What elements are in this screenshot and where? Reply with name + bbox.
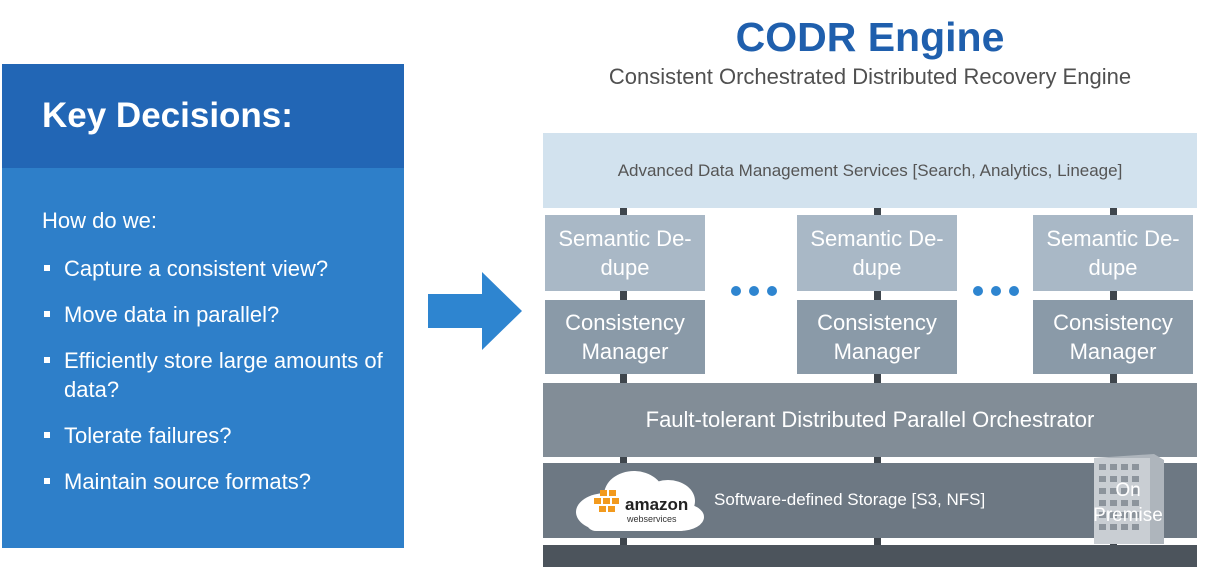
orchestrator-label: Fault-tolerant Distributed Parallel Orch… (645, 407, 1095, 432)
aws-cloud-logo: amazon webservices (576, 471, 704, 531)
decision-item: Move data in parallel? (42, 300, 404, 329)
decision-item: Tolerate failures? (42, 421, 404, 450)
dedupe-label: Semantic De-dupe (558, 226, 692, 280)
dedupe-label: Semantic De-dupe (810, 226, 944, 280)
ellipsis-dots (973, 286, 1019, 296)
aws-sub: webservices (626, 514, 677, 524)
intro-text: How do we: (42, 208, 157, 233)
key-decisions-panel: Key Decisions: How do we: Capture a cons… (2, 64, 404, 548)
storage-label: Software-defined Storage [S3, NFS] (714, 490, 986, 509)
dedupe-box: Semantic De-dupe (1033, 215, 1193, 291)
decision-item: Capture a consistent view? (42, 254, 404, 283)
consistency-manager-label: Consistency Manager (565, 310, 685, 364)
consistency-manager-label: Consistency Manager (1053, 310, 1173, 364)
orchestrator-layer: Fault-tolerant Distributed Parallel Orch… (543, 383, 1197, 457)
building-icon (1094, 454, 1164, 544)
key-decisions-title: Key Decisions: (42, 96, 293, 135)
consistency-manager-box: Consistency Manager (545, 300, 705, 374)
consistency-manager-box: Consistency Manager (1033, 300, 1193, 374)
decision-item: Maintain source formats? (42, 467, 404, 496)
consistency-manager-box: Consistency Manager (797, 300, 957, 374)
data-services-label: Advanced Data Management Services [Searc… (617, 160, 1123, 180)
data-services-layer: Advanced Data Management Services [Searc… (543, 133, 1197, 208)
decision-item: Efficiently store large amounts of data? (42, 346, 404, 404)
on-premise-label: On Premise (1093, 480, 1163, 526)
decision-list: Capture a consistent view? Move data in … (42, 254, 404, 513)
key-decisions-header (2, 64, 404, 168)
aws-word: amazon (625, 495, 688, 514)
consistency-manager-label: Consistency Manager (817, 310, 937, 364)
diagram-title: CODR Engine (735, 14, 1005, 60)
dedupe-label: Semantic De-dupe (1046, 226, 1180, 280)
base-bar (543, 545, 1197, 567)
diagram-subtitle: Consistent Orchestrated Distributed Reco… (608, 64, 1132, 89)
right-arrow-icon (428, 272, 522, 350)
ellipsis-dots (731, 286, 777, 296)
dedupe-box: Semantic De-dupe (545, 215, 705, 291)
dedupe-box: Semantic De-dupe (797, 215, 957, 291)
